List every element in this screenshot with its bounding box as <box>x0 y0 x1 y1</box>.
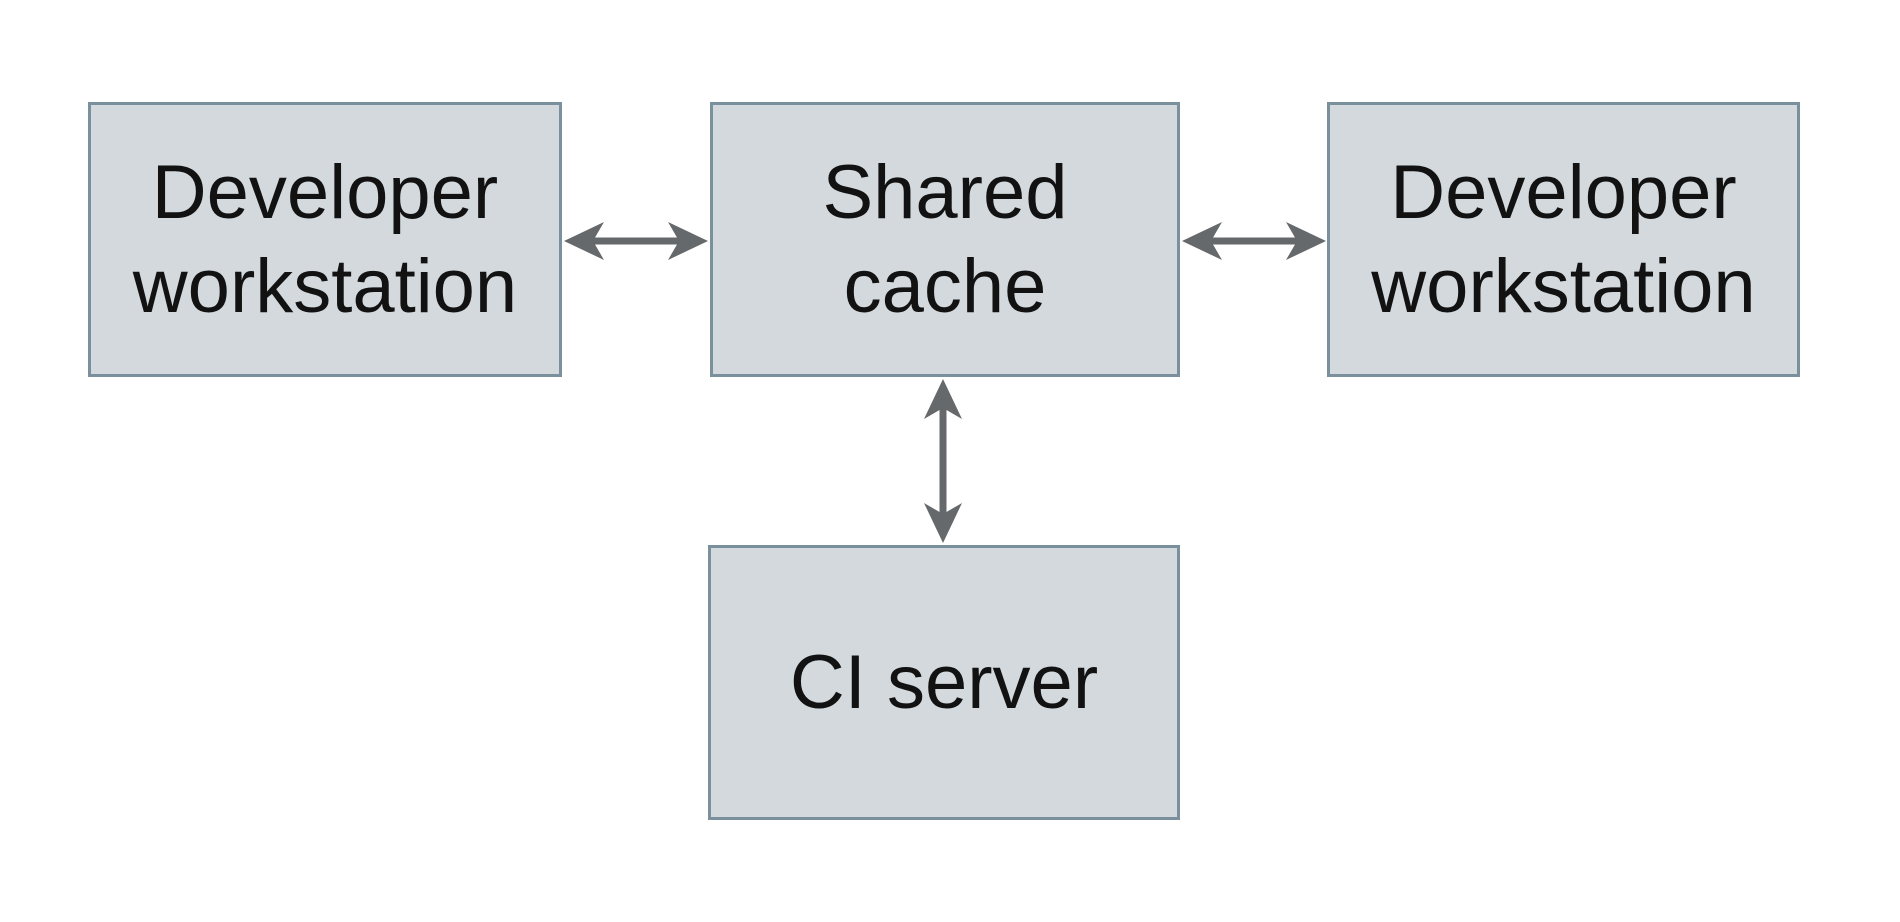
node-developer-workstation-right: Developer workstation <box>1327 102 1800 377</box>
node-label: Developer workstation <box>133 146 517 334</box>
node-label: Shared cache <box>822 146 1067 334</box>
node-label-line: workstation <box>132 243 518 329</box>
node-label: Developer workstation <box>1371 146 1755 334</box>
node-label: CI server <box>790 636 1098 730</box>
node-label-line: cache <box>843 243 1047 329</box>
node-label-line: CI server <box>789 639 1099 725</box>
bidirectional-arrow-shared-cache-ci-server <box>924 379 962 543</box>
bidirectional-arrow-dev-left-shared-cache <box>564 222 708 260</box>
node-label-line: Shared <box>822 149 1068 235</box>
node-shared-cache: Shared cache <box>710 102 1180 377</box>
node-label-line: Developer <box>151 149 499 235</box>
node-developer-workstation-left: Developer workstation <box>88 102 562 377</box>
node-ci-server: CI server <box>708 545 1180 820</box>
bidirectional-arrow-shared-cache-dev-right <box>1182 222 1326 260</box>
node-label-line: workstation <box>1371 243 1756 329</box>
node-label-line: Developer <box>1390 149 1737 235</box>
